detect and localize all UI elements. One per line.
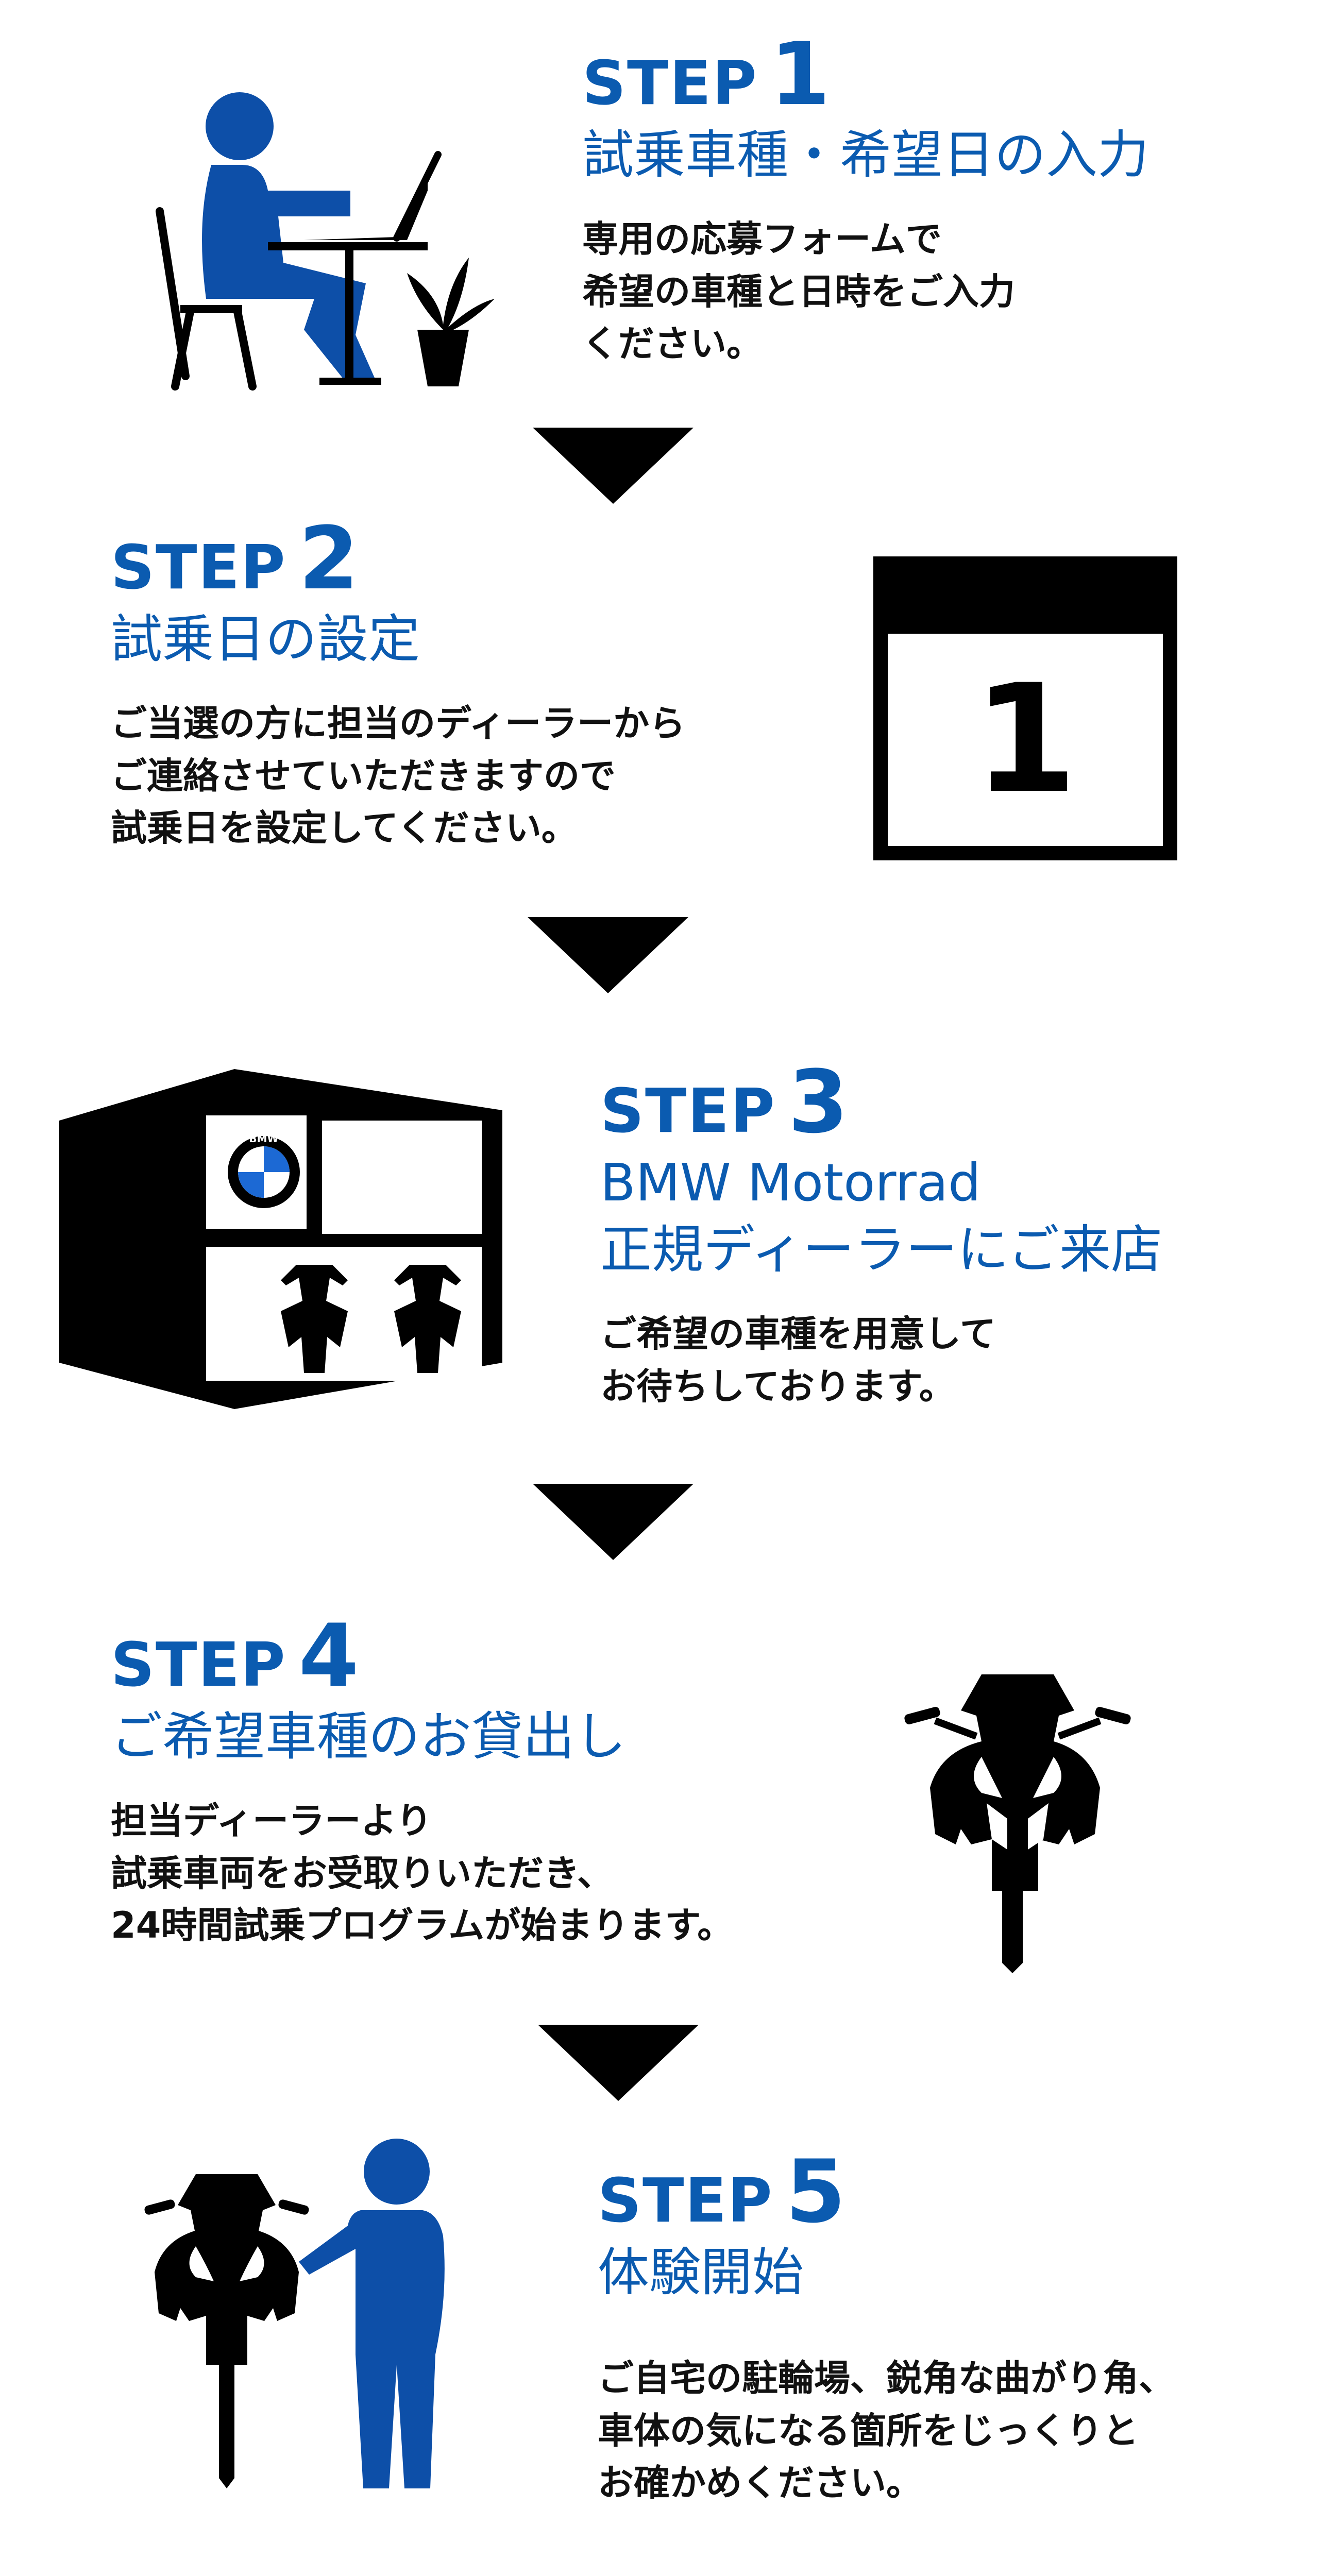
- step-description: 専用の応募フォームで 希望の車種と日時をご入力 ください。: [582, 218, 1015, 365]
- motorcycle-icon: [904, 1674, 1131, 1973]
- calendar-day: 1: [973, 653, 1077, 826]
- step-title: BMW Motorrad 正規ディーラーにご来店: [600, 1149, 1162, 1283]
- step-title-line: BMW Motorrad: [600, 1153, 981, 1213]
- step-number: 4: [298, 1605, 359, 1706]
- person-at-laptop-icon: [156, 92, 495, 391]
- step-description: 担当ディーラーより 試乗車両をお受取りいただき、 24時間試乗プログラムが始まり…: [111, 1800, 734, 1946]
- step-title: ご希望車種のお貸出し: [111, 1706, 626, 1767]
- bmw-logo-text: BMW: [249, 1132, 278, 1145]
- dealership-icon: BMW: [59, 1069, 502, 1409]
- step-title-line: 正規ディーラーにご来店: [600, 1219, 1162, 1280]
- arrow-down-icon: [528, 917, 688, 993]
- step-description: ご自宅の駐輪場、鋭角な曲がり角、 車体の気になる箇所をじっくりと お確かめくださ…: [598, 2357, 1175, 2504]
- arrow-down-icon: [533, 1484, 694, 1560]
- calendar-icon: 1: [873, 556, 1177, 860]
- arrow-down-icon: [538, 2025, 699, 2101]
- step-title: 体験開始: [598, 2242, 804, 2302]
- step-number: 1: [770, 24, 831, 125]
- step-number: 3: [788, 1052, 849, 1153]
- step-title: 試乗車種・希望日の入力: [582, 125, 1149, 185]
- person-with-motorcycle-icon: [144, 2139, 445, 2488]
- arrow-down-icon: [533, 428, 694, 504]
- step-number: 2: [298, 508, 359, 609]
- step-description: ご希望の車種を用意して お待ちしております。: [600, 1313, 996, 1408]
- step-title: 試乗日の設定: [111, 609, 420, 669]
- step-number: 5: [785, 2141, 846, 2242]
- step-description: ご当選の方に担当のディーラーから ご連絡させていただきますので 試乗日を設定して…: [111, 702, 686, 849]
